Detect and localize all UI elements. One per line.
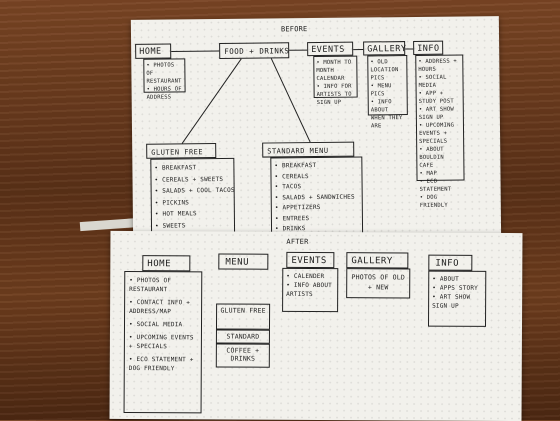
after-info-list: ABOUT APPS STORY ART SHOW SIGN UP [428, 271, 486, 327]
notebook-page-after: AFTER HOME PHOTOS OF RESTAURANT CONTACT … [110, 231, 523, 421]
list-item: STANDARD [219, 332, 267, 340]
before-standard-menu-label: STANDARD MENU [267, 147, 328, 156]
list-item: SOCIAL MEDIA [129, 320, 197, 329]
list-item: CEREALS + SWEETS [154, 173, 230, 185]
after-title: AFTER [286, 238, 308, 246]
list-item: BREAKFAST [154, 162, 230, 174]
before-food-box: FOOD + DRINKS [219, 42, 289, 59]
after-menu-coffee: COFFEE + DRINKS [216, 343, 270, 367]
before-gluten-free-list: BREAKFAST CEREALS + SWEETS SALADS + COOL… [150, 158, 235, 237]
before-info-list: ADDRESS + HOURS SOCIAL MEDIA APP + STUDY… [415, 54, 464, 180]
before-home-list: PHOTOS OF RESTAURANT HOURS OF ADDRESS [143, 58, 185, 92]
list-item: ADDRESS + HOURS [418, 57, 460, 73]
notebook-page-before: BEFORE HOME PHOTOS OF RESTAURANT HOURS O… [131, 16, 501, 242]
after-events-list: CALENDER INFO ABOUT ARTISTS [282, 268, 338, 312]
list-item: HOT MEALS [155, 208, 231, 220]
list-item: PICKINS [155, 196, 231, 208]
list-item: ECO STATEMENT [420, 177, 462, 193]
list-item: CONTACT INFO + ADDRESS/MAP [129, 298, 197, 316]
after-info-label: INFO [435, 260, 459, 268]
after-menu-label: MENU [225, 259, 249, 267]
list-item: DOG FRIENDLY [420, 193, 462, 209]
before-gallery-list: OLD LOCATION PICS MENU PICS INFO ABOUT W… [367, 55, 408, 115]
before-standard-menu-box: STANDARD MENU [262, 142, 354, 158]
bookmark-ribbon [80, 218, 140, 231]
list-item: PHOTOS OF RESTAURANT [146, 61, 182, 85]
before-events-box: EVENTS [307, 42, 353, 56]
before-gluten-free-label: GLUTEN FREE [151, 148, 203, 157]
list-item: CALENDER [286, 272, 334, 281]
after-info-box: INFO [428, 255, 472, 271]
list-item: INFO ABOUT WHEN THEY ARE [371, 98, 405, 130]
after-home-box: HOME [142, 255, 190, 271]
list-item: UPCOMING EVENTS + SPECIALS [419, 121, 461, 145]
list-item: APP + STUDY POST [419, 89, 461, 105]
list-item: ART SHOW SIGN UP [432, 293, 482, 311]
before-gluten-free-box: GLUTEN FREE [146, 143, 216, 159]
list-item: ECO STATEMENT + DOG FRIENDLY [129, 355, 197, 373]
after-home-list: PHOTOS OF RESTAURANT CONTACT INFO + ADDR… [124, 271, 203, 413]
list-item: APPS STORY [432, 284, 482, 293]
before-events-list: MONTH TO MONTH CALENDAR INFO FOR ARTISTS… [313, 56, 357, 98]
before-home-box: HOME [135, 44, 171, 59]
list-item: HOURS OF ADDRESS [147, 85, 183, 101]
before-info-label: INFO [417, 45, 440, 53]
after-events-box: EVENTS [286, 252, 334, 268]
before-standard-menu-list: BREAKFAST CEREALS TACOS SALADS + SANDWIC… [270, 157, 363, 238]
after-menu-gluten-free: GLUTEN FREE [216, 303, 270, 329]
before-gallery-box: GALLERY [363, 41, 405, 55]
list-item: PHOTOS OF RESTAURANT [129, 276, 197, 294]
after-home-label: HOME [147, 260, 171, 268]
before-food-label: FOOD + DRINKS [224, 47, 289, 56]
list-item: OLD LOCATION PICS [370, 58, 404, 82]
after-gallery-list: PHOTOS OF OLD + NEW [346, 268, 410, 298]
before-home-label: HOME [139, 48, 162, 56]
list-item: MONTH TO MONTH CALENDAR [316, 59, 354, 83]
before-info-box: INFO [413, 41, 443, 55]
list-item: ABOUT BOULDIN CAFE [419, 145, 461, 169]
list-item: INFO FOR ARTISTS TO SIGN UP [317, 83, 355, 107]
list-item: SALADS + COOL TACOS [155, 185, 231, 197]
before-events-label: EVENTS [311, 46, 345, 54]
after-menu-standard: STANDARD [216, 329, 270, 343]
list-item: MENU PICS [371, 82, 405, 98]
list-item: ART SHOW SIGN UP [419, 105, 461, 121]
before-title: BEFORE [281, 25, 308, 33]
list-item: SOCIAL MEDIA [418, 73, 460, 89]
list-item: ABOUT [432, 275, 482, 284]
before-gallery-label: GALLERY [367, 45, 406, 53]
after-menu-box: MENU [218, 253, 268, 269]
list-item: COFFEE + DRINKS [219, 346, 267, 362]
list-item: SALADS + SANDWICHES [275, 192, 359, 203]
after-gallery-box: GALLERY [346, 252, 408, 268]
list-item: PHOTOS OF OLD + NEW [350, 272, 406, 292]
after-gallery-label: GALLERY [351, 257, 392, 265]
list-item: INFO ABOUT ARTISTS [286, 281, 334, 299]
list-item: UPCOMING EVENTS + SPECIALS [129, 333, 197, 351]
list-item: SWEETS [155, 219, 231, 231]
after-events-label: EVENTS [291, 257, 327, 265]
list-item: GLUTEN FREE [219, 306, 267, 314]
